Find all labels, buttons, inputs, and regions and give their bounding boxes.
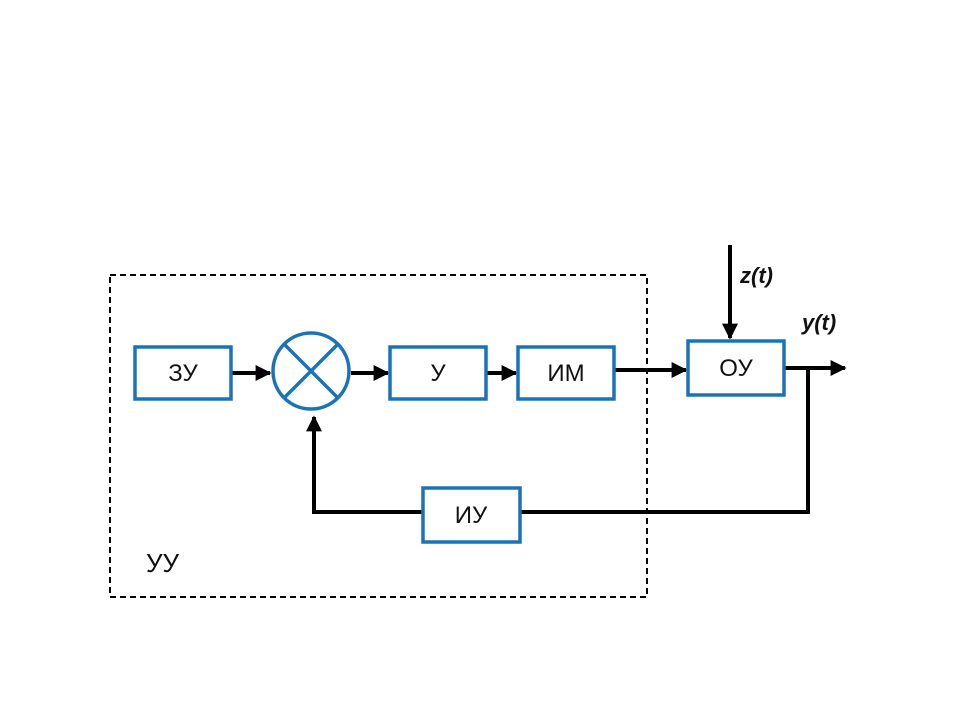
block-ou-label: ОУ: [719, 355, 753, 382]
block-zu-label: ЗУ: [168, 360, 198, 387]
block-zu: ЗУ: [133, 345, 233, 401]
block-iu-label: ИУ: [455, 502, 488, 529]
comparator-summing-junction: [271, 331, 351, 411]
control-device-label: УУ: [146, 548, 180, 578]
block-u-label: У: [430, 360, 446, 387]
block-im-label: ИМ: [547, 360, 584, 387]
wire-feedback-to-iu: [520, 368, 810, 514]
block-u: У: [388, 345, 488, 401]
control-device-region: [109, 274, 648, 598]
block-im: ИМ: [516, 345, 616, 401]
block-ou: ОУ: [686, 339, 786, 397]
disturbance-label: z(t): [739, 263, 773, 288]
wire-iu-to-comparator: [306, 415, 423, 514]
block-iu: ИУ: [421, 486, 522, 544]
output-label: y(t): [801, 310, 836, 335]
